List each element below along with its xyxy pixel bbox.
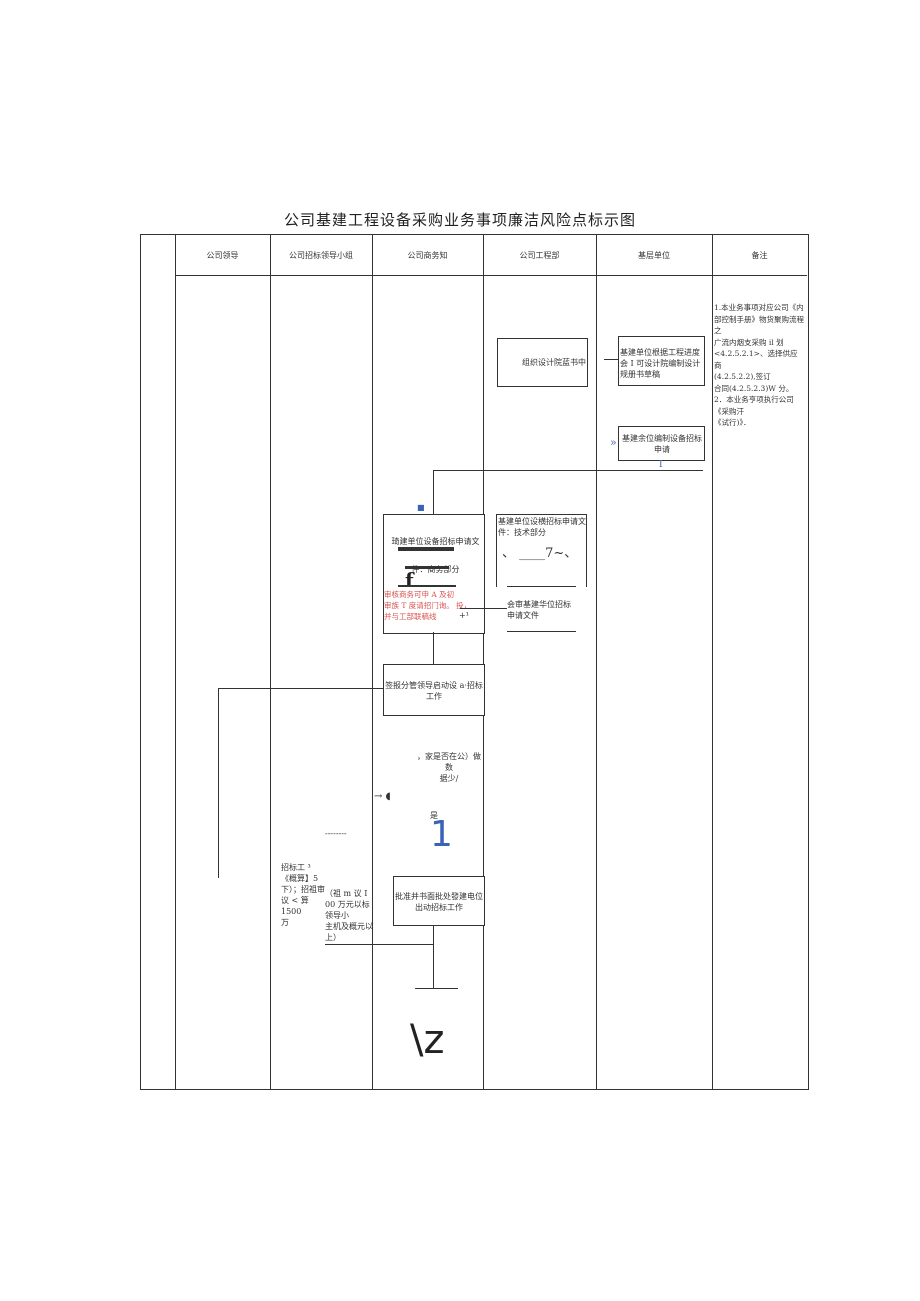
node-tech-apply [496, 514, 587, 587]
node-base-design [618, 336, 705, 386]
column-header-notes: 备注 [751, 251, 768, 260]
connector-to-leader-h [218, 688, 383, 689]
node-commerce-apply [383, 514, 485, 634]
connector-design [604, 359, 618, 360]
node-commerce-apply-label: 琦建单位设备招标申请文 件：商务部分 [391, 537, 480, 574]
big-mark-bar-3 [398, 585, 456, 587]
column-header-engineering: 公司工程部 [519, 251, 560, 260]
review-red-mark: +¹ [459, 611, 469, 620]
end-bar [415, 988, 458, 989]
decision-yes-number: 1 [430, 814, 453, 855]
tech-box-bottom [507, 586, 576, 587]
node-base-apply [618, 426, 705, 461]
blue-marker: ■ [417, 503, 425, 512]
diagram-title: 公司基建工程设备采购业务事项廉洁风险点标示图 [283, 211, 636, 229]
node-approve [393, 876, 485, 926]
column-header-bidding-group: 公司招标领导小组 [289, 251, 353, 260]
connector-group [325, 944, 433, 945]
connector-commerce-down [433, 632, 434, 664]
node-leader-start-label: 签报分管领导启动设 a·招标 工作 [385, 681, 483, 701]
connector-vertical-top [433, 470, 434, 514]
col-divider-0 [175, 234, 176, 1089]
node-base-design-label: 基建单位根据工程进度 会 I 可设计院编制设计 规册书草稿 [620, 348, 701, 379]
connector-end [433, 925, 434, 989]
group-right-text: （祖 m 议 I 00 万元以标 领导小 主机及概元以 上） [325, 889, 373, 942]
big-mark-bar-1 [398, 547, 454, 551]
col-divider-2 [372, 234, 373, 1089]
col-divider-5 [712, 234, 713, 1089]
decision-yes-label: 是 [430, 811, 438, 820]
group-left-text: 招标工 ³ 《概算】5 下）；招祖审 议 < 算 1500 万 [281, 863, 325, 927]
review-red-note: 审核商务可申 A 及初 审族 T 度请招门询。 投， 并与工部联稿线 [384, 590, 472, 621]
flow-mark: I [659, 460, 663, 470]
node-joint-review-label: 会审基建华位招标 申请文件 [507, 600, 571, 620]
column-header-commerce: 公司商务知 [407, 251, 448, 260]
connector-joint [460, 608, 507, 609]
node-base-apply-label: 基建余位编制设备招标 申请 [622, 434, 702, 454]
col-divider-3 [483, 234, 484, 1089]
connector-to-leader-v [218, 688, 219, 878]
col-divider-4 [596, 234, 597, 1089]
table-frame [140, 234, 809, 1090]
node-leader-start [383, 664, 485, 716]
column-header-company-leader: 公司领导 [206, 251, 239, 260]
connector-horizontal-top [433, 470, 703, 471]
decision-arrow: → ◖ [374, 791, 391, 802]
col-divider-1 [270, 234, 271, 1089]
end-glyph: \z [410, 1017, 445, 1063]
node-approve-label: 批准并书面批处發建电位 出动招标工作 [395, 892, 483, 912]
big-mark-bar-2 [405, 566, 449, 569]
node-organize-design [497, 338, 588, 387]
group-dash: -------- [325, 829, 347, 838]
big-mark-glyph: f [405, 568, 414, 592]
node-tech-apply-label: 基建单位设横招标申请文 件：技术部分 [498, 517, 586, 537]
joint-review-underline [507, 631, 576, 632]
header-divider [175, 275, 807, 276]
node-tech-mark: 、 ____7~、 [502, 546, 578, 561]
entry-arrow: » [610, 436, 617, 449]
notes-text: 1.本业务事项对应公司《内 部控制手册》物货聚购流程 之 广流内烟支采购 il … [714, 303, 804, 427]
decision-question: ，家是否在公）做数 据少/ [417, 752, 481, 783]
column-header-base-unit: 基层单位 [638, 251, 670, 260]
node-organize-design-label: 组织设计院蓝书中 [522, 358, 586, 367]
